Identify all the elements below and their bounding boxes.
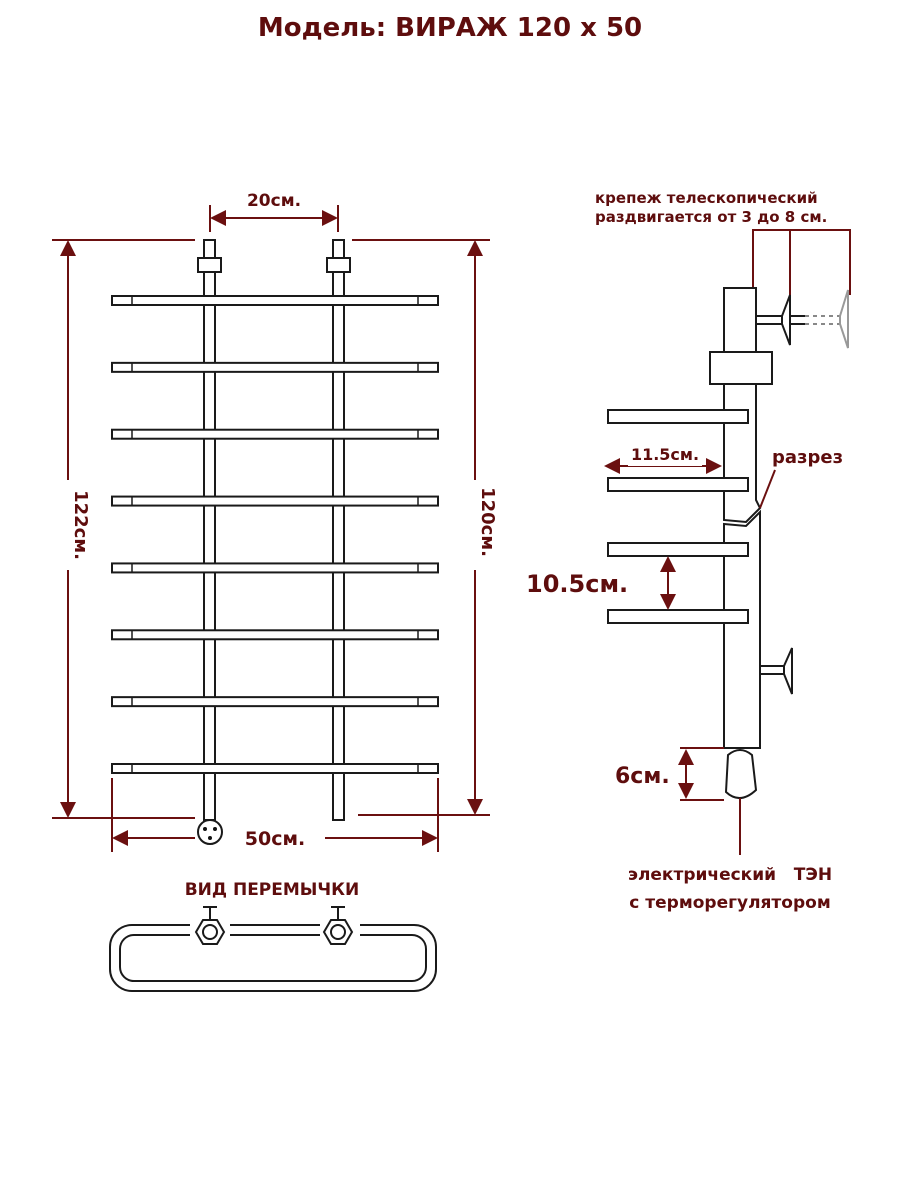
side-nut: [709, 351, 773, 385]
jumper-title: ВИД ПЕРЕМЫЧКИ: [185, 880, 360, 900]
heater-connector-icon: [197, 819, 223, 845]
rung: [111, 562, 439, 574]
rung: [111, 295, 439, 306]
heater-icon: [724, 749, 758, 799]
jumper-view: ВИД ПЕРЕМЫЧКИ: [109, 880, 437, 992]
mount-note-line2: раздвигается от 3 до 8 см.: [595, 208, 827, 226]
width-label: 50см.: [245, 828, 305, 850]
heater-label-line2: с терморегулятором: [629, 893, 830, 913]
suction-mount-icon: [783, 647, 793, 695]
front-view: [111, 239, 439, 845]
top-spacing-label: 20см.: [247, 191, 301, 211]
diagram-title: Модель: ВИРАЖ 120 x 50: [258, 13, 642, 43]
rung: [111, 763, 439, 774]
rung: [111, 428, 439, 440]
rung-depth-label: 11.5см.: [631, 445, 699, 464]
right-nut: [326, 257, 351, 273]
wall-plate-lower: [723, 509, 761, 749]
rung: [111, 495, 439, 507]
mount-note-line1: крепеж телескопический: [595, 189, 818, 207]
rung: [111, 361, 439, 373]
rungs: [111, 295, 439, 774]
front-dimensions: 20см. 122см. 120см. 50см.: [52, 191, 498, 852]
left-nut: [197, 257, 222, 273]
right-riser: [332, 239, 345, 821]
left-riser: [203, 239, 216, 821]
suction-mount-icon: [781, 294, 791, 346]
heater-label-line1: электрический ТЭН: [628, 865, 832, 885]
rung: [111, 696, 439, 708]
heater-height-label: 6см.: [615, 764, 670, 789]
rung: [111, 629, 439, 641]
height-right-label: 120см.: [477, 487, 498, 557]
rung-spacing-label: 10.5см.: [526, 570, 628, 598]
height-left-label: 122см.: [70, 490, 91, 560]
section-label: разрез: [772, 447, 843, 468]
side-view: крепеж телескопический раздвигается от 3…: [526, 189, 851, 913]
